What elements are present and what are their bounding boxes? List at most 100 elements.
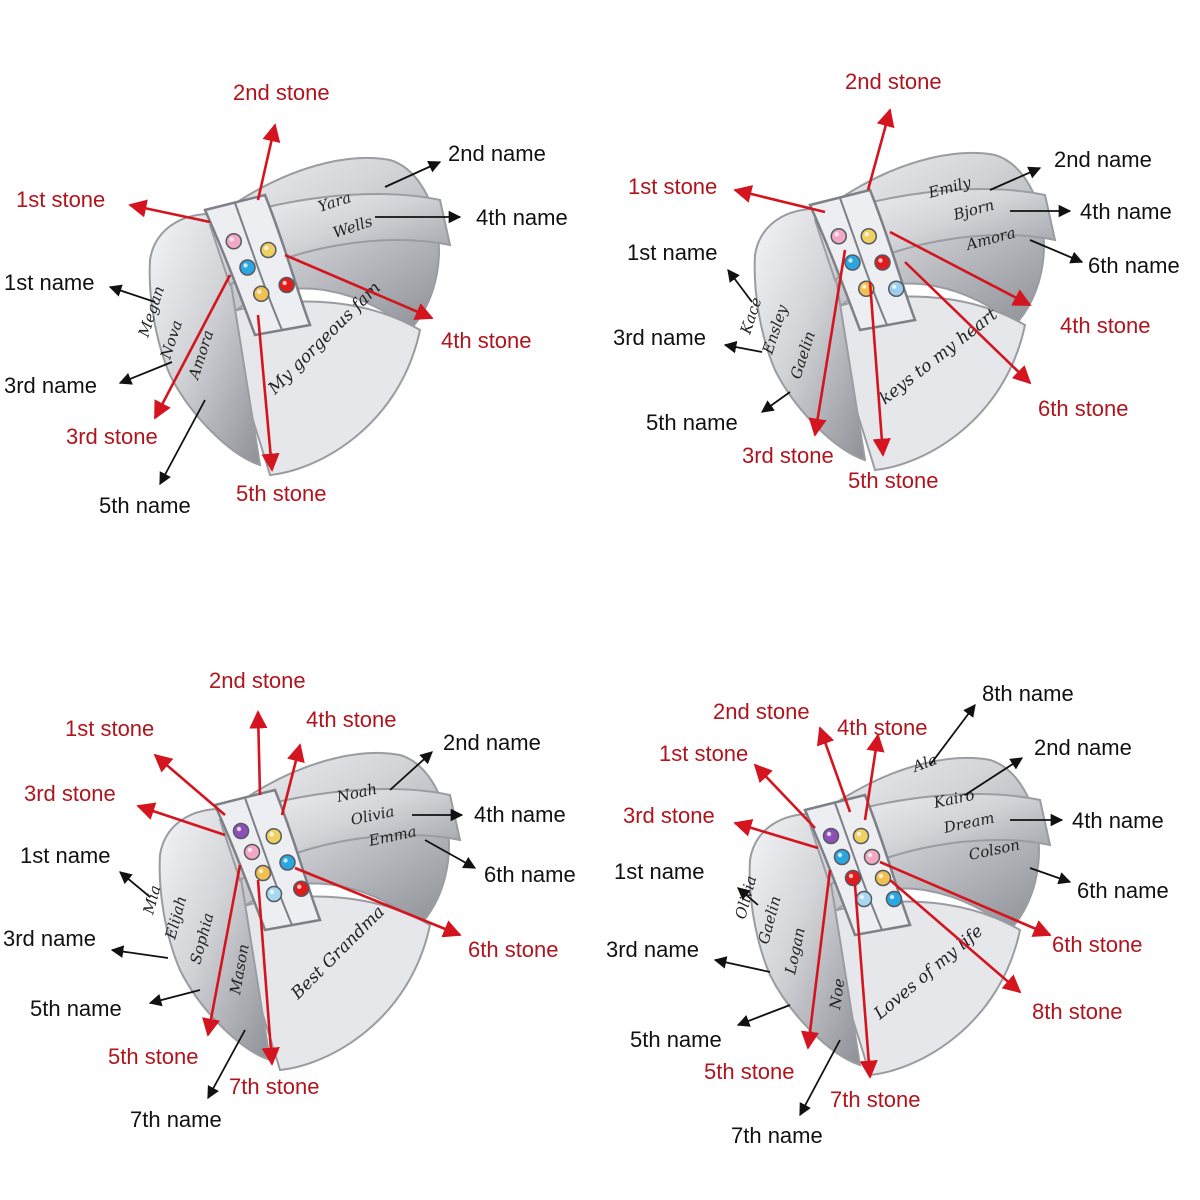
stone-arrow-p3-1 [153, 753, 226, 816]
name-arrow-p2-9 [760, 391, 791, 413]
stone-label: 4th stone [1060, 313, 1151, 338]
stone-5 [844, 869, 862, 887]
stone-arrow-p4-11 [889, 879, 1022, 994]
stone-arrow-p2-0 [866, 108, 895, 191]
name-arrow-p2-7 [723, 340, 763, 354]
stone-arrow-p4-14 [853, 884, 878, 1079]
stone-label: 1st stone [16, 187, 106, 212]
stone-6 [888, 280, 905, 297]
stone-arrow-p4-6 [733, 819, 819, 850]
name-arrow-p1-4 [108, 284, 156, 303]
stone-label: 4th stone [441, 328, 532, 353]
stone-highlight [864, 232, 869, 237]
name-label: 3rd name [4, 373, 97, 398]
stone-4 [863, 848, 881, 866]
stone-highlight [236, 826, 242, 832]
stone-arrow-p4-9 [879, 860, 1052, 937]
stone-arrow-p3-9 [294, 866, 462, 938]
name-label: 1st name [627, 240, 718, 265]
stone-highlight [867, 852, 873, 858]
name-arrow-p4-12 [736, 1004, 791, 1027]
stone-2 [852, 827, 870, 845]
stone-label: 2nd stone [233, 80, 330, 105]
stone-highlight [848, 873, 854, 879]
name-arrow-p4-15 [799, 1039, 841, 1117]
stone-label: 2nd stone [713, 699, 810, 724]
name-arrow-p4-10 [713, 956, 771, 973]
stone-arrow-p2-2 [733, 185, 826, 214]
stone-highlight [247, 847, 253, 853]
name-label: 1st name [20, 843, 111, 868]
stone-label: 1st stone [65, 716, 155, 741]
stone-label: 2nd stone [845, 69, 942, 94]
stone-label: 6th stone [1038, 396, 1129, 421]
stone-label: 3rd stone [623, 803, 715, 828]
stone-arrow-p2-10 [808, 249, 847, 437]
stone-arrow-p1-7 [153, 274, 232, 420]
stone-arrow-p1-8 [256, 314, 280, 472]
stone-label: 7th stone [229, 1074, 320, 1099]
stone-arrow-p3-11 [202, 864, 242, 1037]
stone-highlight [889, 894, 895, 900]
stone-highlight [859, 894, 865, 900]
stone-highlight [834, 232, 839, 237]
name-arrow-p2-5 [1029, 239, 1084, 264]
stone-label: 4th stone [837, 715, 928, 740]
stone-highlight [243, 263, 248, 268]
stone-arrow-p3-0 [249, 710, 268, 796]
name-arrow-p3-6 [119, 871, 151, 898]
stone-label: 5th stone [108, 1044, 199, 1069]
name-label: 1st name [4, 270, 95, 295]
name-label: 2nd name [1054, 147, 1152, 172]
stone-highlight [848, 258, 853, 263]
stone-arrow-p1-5 [284, 253, 434, 320]
name-arrow-p3-7 [424, 839, 477, 869]
name-arrow-p3-13 [207, 1029, 246, 1100]
engraved-name: Noe [826, 977, 848, 1011]
stone-arrow-p3-12 [256, 879, 280, 1066]
stone-label: 5th stone [236, 481, 327, 506]
stone-highlight [283, 858, 288, 863]
stone-arrow-p2-6 [889, 230, 1032, 307]
stone-4 [874, 254, 891, 271]
name-label: 2nd name [443, 730, 541, 755]
stone-highlight [229, 237, 234, 242]
stone-label: 2nd stone [209, 668, 306, 693]
stone-arrow-p4-2 [863, 733, 885, 821]
name-label: 6th name [1088, 253, 1180, 278]
stone-arrow-p3-2 [280, 743, 305, 816]
stone-label: 1st stone [628, 174, 718, 199]
name-arrow-p2-4 [727, 268, 753, 303]
stone-2 [860, 228, 877, 245]
stone-3 [844, 254, 861, 271]
name-arrow-p3-3 [389, 751, 433, 791]
name-label: 3rd name [3, 926, 96, 951]
stone-highlight [826, 831, 832, 837]
knot-divider [834, 802, 883, 931]
stone-highlight [297, 884, 302, 889]
stone-arrow-p1-0 [256, 123, 281, 201]
name-label: 6th name [484, 862, 576, 887]
knot-divider [244, 797, 293, 926]
stone-label: 3rd stone [66, 424, 158, 449]
stone-highlight [862, 284, 867, 289]
stone-highlight [878, 873, 884, 879]
name-arrow-p4-8 [1029, 867, 1072, 885]
stone-3 [239, 259, 256, 276]
name-label: 5th name [646, 410, 738, 435]
stone-2 [265, 828, 282, 845]
name-label: 3rd name [606, 937, 699, 962]
stone-arrow-p2-11 [868, 281, 891, 457]
stone-arrow-p4-1 [816, 726, 852, 813]
name-label: 4th name [474, 802, 566, 827]
name-arrow-p2-1 [989, 166, 1042, 191]
stone-label: 6th stone [1052, 932, 1143, 957]
stone-highlight [878, 258, 883, 263]
name-label: 5th name [630, 1027, 722, 1052]
name-arrow-p3-10 [148, 989, 201, 1007]
stone-6 [293, 880, 310, 897]
stone-5 [254, 864, 272, 882]
